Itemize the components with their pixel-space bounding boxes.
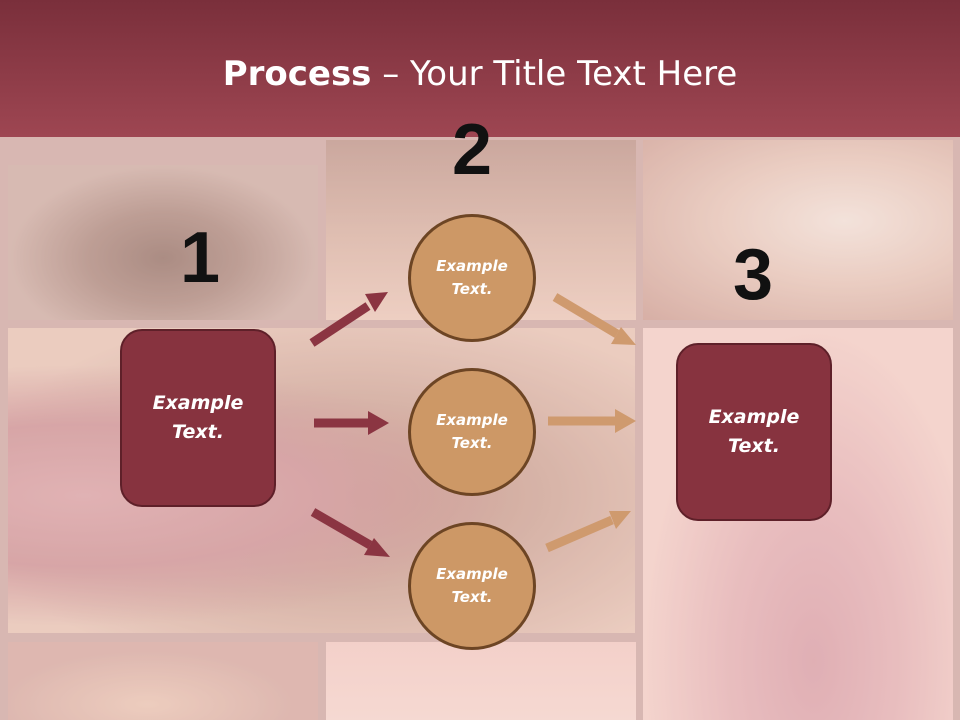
arrow-box1-to-circle1 (309, 292, 388, 347)
step-number-2: 2 (451, 110, 493, 190)
background-photo-tile (8, 165, 318, 320)
step3-box-text: Example Text. (708, 406, 800, 457)
circle-top-text: Example Text. (436, 257, 508, 298)
arrow-box1-to-circle3 (310, 508, 390, 557)
slide-title-bold: Process (222, 54, 372, 94)
arrow-box1-to-circle2 (314, 411, 389, 435)
circle-bottom-text: Example Text. (436, 565, 508, 606)
step3-box: Example Text. (676, 343, 832, 521)
background-photo-tile (8, 642, 318, 720)
step-number-1: 1 (179, 218, 221, 298)
step2-circle-middle: Example Text. (408, 368, 536, 496)
slide-title-rest: – Your Title Text Here (371, 54, 738, 94)
step1-box-text: Example Text. (152, 392, 244, 443)
background-photo-tile (326, 642, 636, 720)
circle-middle-text: Example Text. (436, 411, 508, 452)
slide-title: Process – Your Title Text Here (0, 52, 960, 96)
step-number-3: 3 (732, 235, 774, 315)
step2-circle-top: Example Text. (408, 214, 536, 342)
step1-box: Example Text. (120, 329, 276, 507)
arrow-circle3-to-box2 (545, 511, 631, 553)
arrow-circle1-to-box2 (552, 293, 636, 345)
step2-circle-bottom: Example Text. (408, 522, 536, 650)
arrow-circle2-to-box2 (548, 409, 636, 433)
background-photo-tile (643, 140, 953, 320)
title-bar: Process – Your Title Text Here (0, 0, 960, 137)
